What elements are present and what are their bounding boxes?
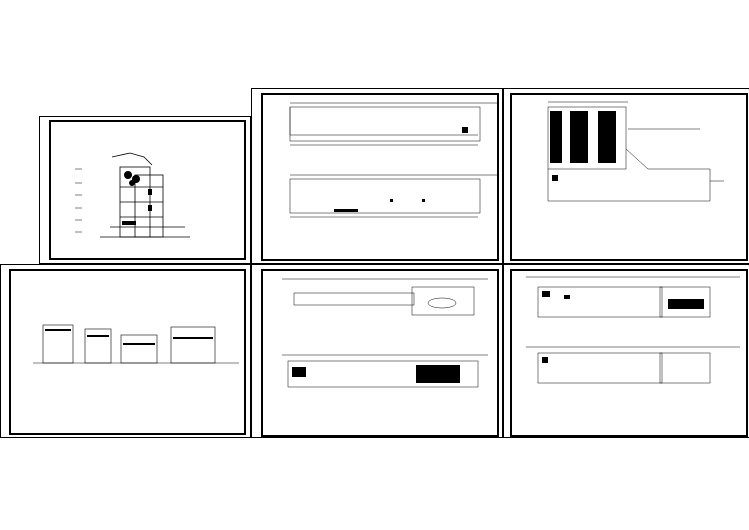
sheet-frame [261,93,499,261]
sheet-frame [510,93,748,261]
sheet-roof-plans[interactable] [251,264,503,438]
section-drawing [75,152,190,238]
sheet-section[interactable] [39,116,251,264]
sheet-floor-plans-pair[interactable] [251,88,503,264]
floor-plans-pair-drawing [289,102,498,218]
roof-plans-drawing [282,278,488,388]
sheet-upper-floor-plans[interactable] [503,264,749,438]
sheet-frame [49,120,246,260]
sheet-elevation[interactable] [0,264,251,438]
site-plan-drawing [547,101,724,202]
sheet-frame [510,269,748,437]
sheet-site-plan[interactable] [503,88,749,264]
elevation-drawing [33,324,239,364]
sheet-frame [261,269,499,437]
sheet-frame [9,269,246,435]
upper-floor-plans-drawing [526,276,740,384]
